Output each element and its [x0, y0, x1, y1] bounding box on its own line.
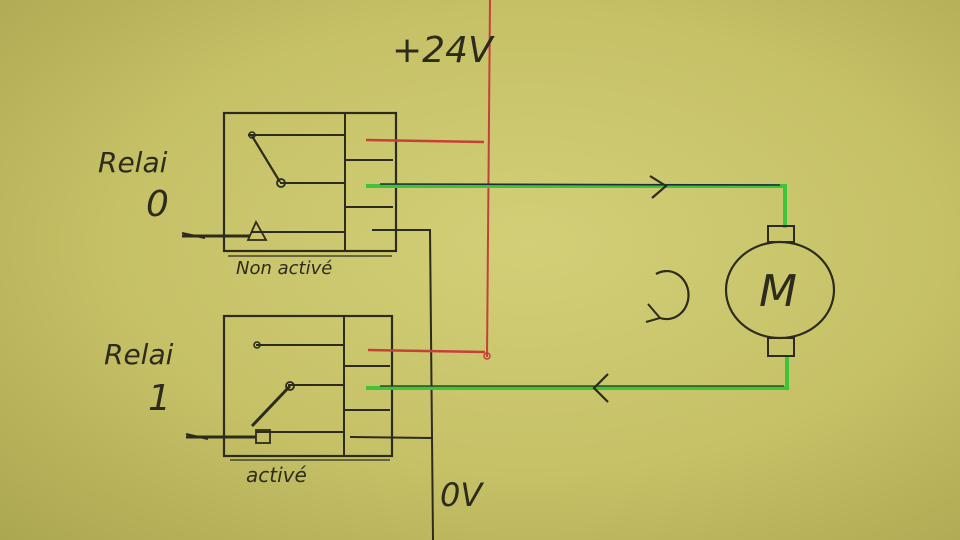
relay-0-positive-tap	[365, 138, 485, 144]
relay-0-nc-point	[248, 131, 256, 139]
relay-0-coil	[246, 219, 268, 241]
relay-1-pivot	[285, 381, 295, 391]
motor-bottom-tab	[767, 337, 795, 357]
relay-1-name: Relai	[104, 338, 174, 371]
relay-1-switch-arm	[250, 384, 292, 428]
chevron-arrow-icon	[592, 373, 609, 403]
motor-letter: M	[759, 266, 797, 317]
relay-0: Relai 0 Non activé	[98, 111, 485, 279]
relay-0-switch-arm	[251, 135, 281, 183]
relay-0-box	[222, 111, 398, 253]
motor-wire-bottom	[366, 356, 789, 390]
motor-top-tab	[767, 225, 795, 243]
dark-overlay-wire	[379, 183, 781, 186]
positive-rail-end	[483, 352, 491, 360]
chevron-arrow-icon	[649, 175, 668, 199]
relay-1-positive-tap	[367, 348, 486, 354]
relay-0-pivot	[276, 178, 286, 188]
motor-wire-top	[366, 184, 787, 228]
rotation-arrow-icon	[645, 269, 690, 323]
ground-rail	[372, 229, 434, 540]
supply-positive-label: +24V	[392, 30, 495, 71]
relay-1-ground-tap	[349, 436, 433, 439]
relay-0-number: 0	[146, 184, 169, 225]
relay-0-name: Relai	[98, 146, 168, 179]
supply-ground-label: 0V	[440, 476, 484, 514]
relay-1-number: 1	[148, 378, 171, 419]
motor-body	[724, 240, 836, 340]
relay-1: Relai 1 activé	[104, 314, 486, 487]
relay-0-state: Non activé	[236, 258, 332, 279]
relay-1-nc-point	[253, 341, 261, 349]
positive-rail	[486, 0, 491, 358]
motor: M	[724, 225, 836, 357]
relay-1-state: activé	[246, 463, 307, 487]
